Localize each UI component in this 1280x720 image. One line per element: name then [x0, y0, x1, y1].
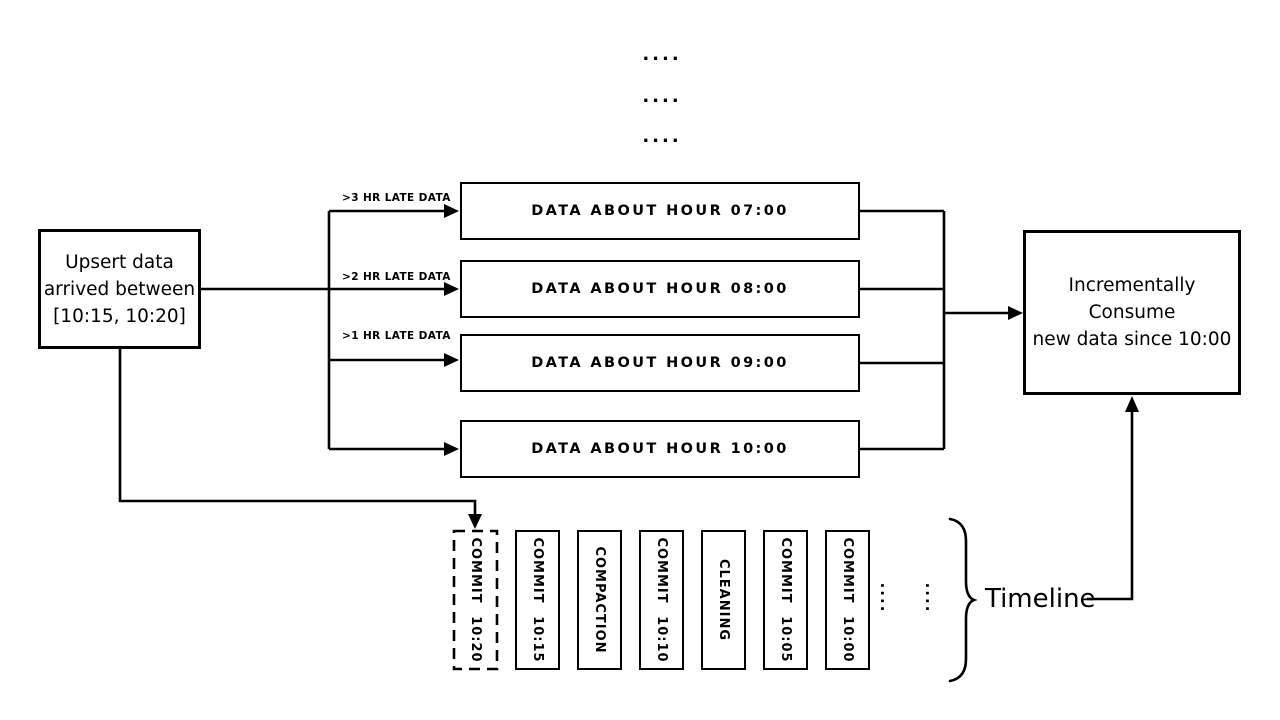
timeline-event-label: COMMIT 10:15	[530, 537, 545, 663]
line-timeline-to-consume	[1087, 412, 1134, 601]
timeline-event-commit-1020: COMMIT 10:20	[453, 530, 498, 670]
hour-box-0800: DATA ABOUT HOUR 08:00	[460, 260, 860, 318]
arrow-late-3hr-head	[444, 204, 459, 218]
timeline-event-commit-1010: COMMIT 10:10	[639, 530, 684, 670]
late-data-label-1hr: >1 HR LATE DATA	[342, 330, 451, 342]
timeline-event-label: COMPACTION	[592, 546, 607, 654]
timeline-event-commit-1000: COMMIT 10:00	[825, 530, 870, 670]
incremental-consume-box: Incrementally Consume new data since 10:…	[1023, 230, 1241, 395]
arrow-timeline-head	[1125, 396, 1139, 412]
consume-line-2: new data since 10:00	[1032, 329, 1232, 350]
timeline-event-commit-1015: COMMIT 10:15	[515, 530, 560, 670]
more-data-ellipsis: ....	[642, 86, 682, 107]
timeline-event-cleaning: CLEANING	[701, 530, 746, 670]
timeline-event-label: COMMIT 10:00	[840, 537, 855, 663]
timeline-ellipsis: ....	[877, 582, 895, 614]
timeline-brace	[948, 517, 978, 683]
hour-box-0700: DATA ABOUT HOUR 07:00	[460, 182, 860, 240]
arrow-late-1hr-head	[444, 353, 459, 367]
timeline-event-label: COMMIT 10:05	[778, 537, 793, 663]
timeline-event-compaction: COMPACTION	[577, 530, 622, 670]
late-data-label-2hr: >2 HR LATE DATA	[342, 271, 451, 283]
commit-1020-dashed-border	[452, 529, 499, 671]
upsert-data-box: Upsert data arrived between [10:15, 10:2…	[38, 229, 201, 349]
hour-box-1000-label: DATA ABOUT HOUR 10:00	[531, 441, 789, 457]
arrow-late-2hr-head	[444, 282, 459, 296]
upsert-line-2: arrived between	[43, 278, 196, 300]
timeline-event-label: CLEANING	[716, 558, 731, 642]
arrow-consume-head	[1008, 306, 1023, 320]
timeline-label: Timeline	[985, 584, 1096, 614]
upsert-data-text: Upsert data arrived between [10:15, 10:2…	[44, 249, 195, 330]
timeline-event-label: COMMIT 10:10	[654, 537, 669, 663]
upsert-line-1: Upsert data	[65, 251, 174, 273]
arrow-hour10-head	[444, 442, 459, 456]
arrow-commit-head	[468, 514, 482, 529]
hour-box-0700-label: DATA ABOUT HOUR 07:00	[531, 203, 789, 219]
hour-box-1000: DATA ABOUT HOUR 10:00	[460, 420, 860, 478]
timeline-event-label: COMMIT 10:20	[468, 537, 483, 663]
more-data-ellipsis: ....	[642, 126, 682, 147]
hour-box-0900-label: DATA ABOUT HOUR 09:00	[531, 355, 789, 371]
incremental-consume-text: Incrementally Consume new data since 10:…	[1026, 272, 1238, 353]
timeline-ellipsis: ....	[922, 582, 940, 614]
hour-box-0900: DATA ABOUT HOUR 09:00	[460, 334, 860, 392]
line-upsert-to-commit	[118, 348, 477, 514]
timeline-event-commit-1005: COMMIT 10:05	[763, 530, 808, 670]
consume-line-1: Incrementally Consume	[1068, 275, 1196, 323]
hour-box-0800-label: DATA ABOUT HOUR 08:00	[531, 281, 789, 297]
more-data-ellipsis: ....	[642, 44, 682, 65]
upsert-line-3: [10:15, 10:20]	[53, 305, 186, 327]
late-data-label-3hr: >3 HR LATE DATA	[342, 192, 451, 204]
